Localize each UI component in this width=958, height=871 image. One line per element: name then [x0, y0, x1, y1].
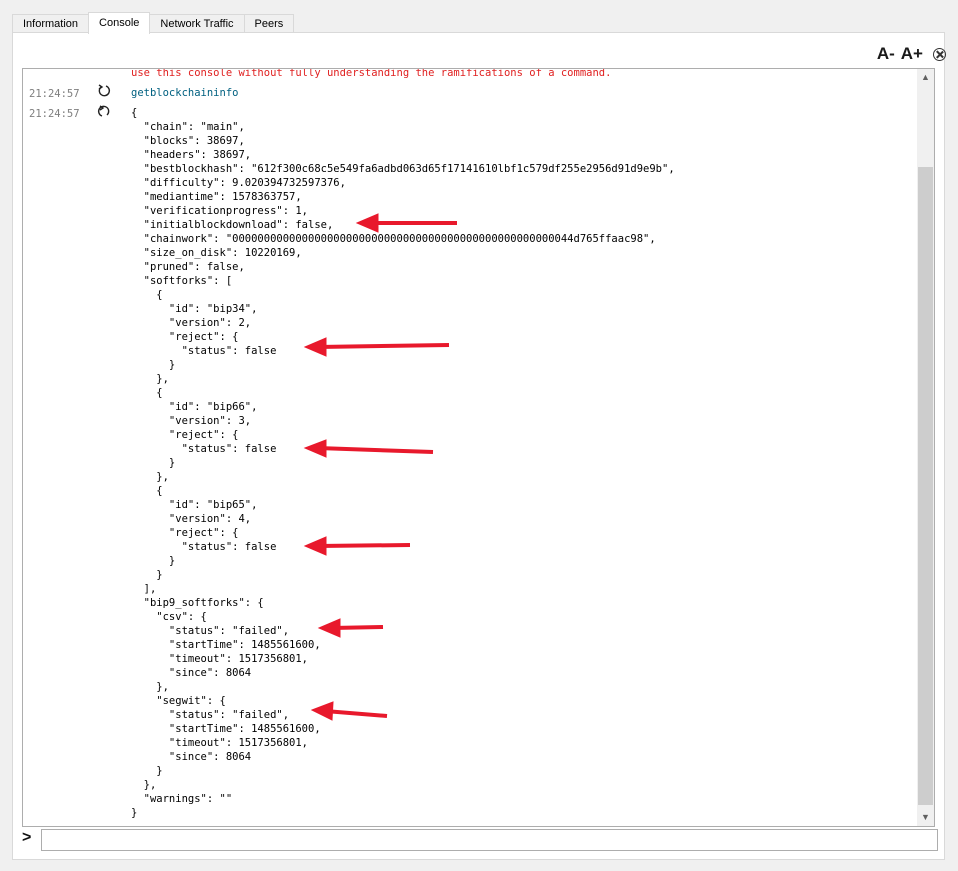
- tab-bar: Information Console Network Traffic Peer…: [12, 12, 295, 34]
- reply-icon: [97, 104, 111, 121]
- scroll-thumb[interactable]: [918, 167, 933, 805]
- console-warning: use this console without fully understan…: [131, 68, 612, 79]
- clear-console-icon[interactable]: [933, 47, 946, 61]
- tab-peers[interactable]: Peers: [243, 14, 295, 33]
- tab-network-traffic[interactable]: Network Traffic: [149, 14, 245, 33]
- scroll-up-icon[interactable]: ▲: [921, 72, 930, 82]
- prompt-chevron-icon: >: [22, 829, 32, 846]
- font-decrease-button[interactable]: A-: [876, 44, 895, 63]
- tab-information[interactable]: Information: [12, 14, 90, 33]
- font-increase-button[interactable]: A+: [900, 44, 923, 63]
- font-controls: A- A+: [877, 44, 946, 64]
- console-output[interactable]: use this console without fully understan…: [22, 68, 935, 827]
- entry-timestamp: 21:24:57: [29, 88, 80, 100]
- json-output: { "chain": "main", "blocks": 38697, "hea…: [131, 107, 675, 819]
- command-text: getblockchaininfo: [131, 87, 239, 99]
- entry-timestamp: 21:24:57: [29, 108, 80, 120]
- tab-console[interactable]: Console: [88, 12, 151, 34]
- scroll-down-icon[interactable]: ▼: [921, 812, 930, 822]
- vertical-scrollbar[interactable]: ▲ ▼: [917, 69, 934, 826]
- command-icon: [97, 84, 111, 101]
- command-input[interactable]: [41, 829, 938, 851]
